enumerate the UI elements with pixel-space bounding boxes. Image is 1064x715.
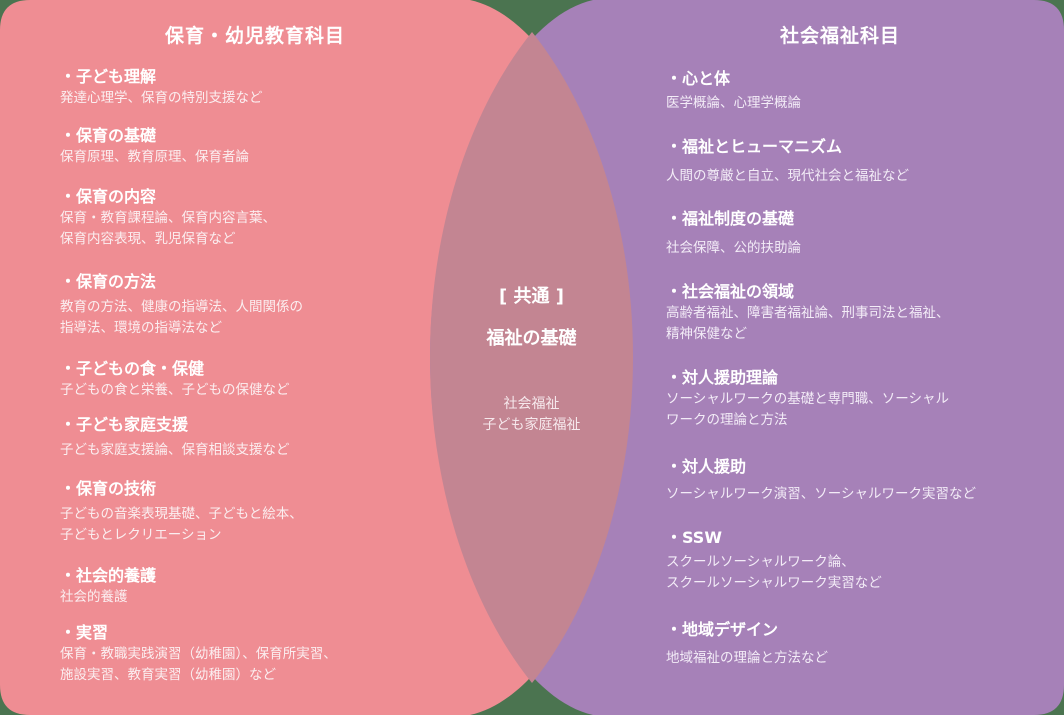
item-title: ・保育の内容 [60, 187, 157, 206]
item-desc: 子どもの音楽表現基礎、子どもと絵本、 [60, 506, 303, 522]
item-title: ・福祉制度の基礎 [666, 209, 795, 228]
item-title: ・保育の方法 [60, 272, 157, 291]
list-item: ・子どもの食・保健 子どもの食と栄養、子どもの保健など [60, 358, 290, 401]
common-label: [ 共通 ] [499, 286, 564, 307]
list-item: ・子ども家庭支援 子ども家庭支援論、保育相談支援など [60, 414, 290, 461]
list-item: ・社会的養護 社会的養護 [60, 565, 156, 608]
item-desc: 発達心理学、保育の特別支援など [60, 90, 263, 106]
item-title: ・社会的養護 [60, 566, 157, 585]
item-desc: 子ども家庭支援論、保育相談支援など [60, 442, 290, 458]
item-title: ・実習 [60, 623, 109, 642]
item-title: ・社会福祉の領域 [666, 282, 795, 301]
list-item: ・保育の基礎 保育原理、教育原理、保育者論 [60, 125, 249, 168]
item-desc: 社会的養護 [60, 589, 128, 605]
item-desc: 保育・教職実践演習（幼稚園）、保育所実習、 [60, 646, 337, 662]
common-title: 福祉の基礎 [486, 328, 577, 349]
item-desc: 社会保障、公的扶助論 [666, 240, 801, 256]
common-section: [ 共通 ] 福祉の基礎 社会福祉 子ども家庭福祉 [430, 284, 633, 436]
item-desc: ソーシャルワークの基礎と専門職、ソーシャル [666, 391, 949, 407]
list-item: ・保育の内容 保育・教育課程論、保育内容言葉、 保育内容表現、乳児保育など [60, 186, 276, 250]
list-item: ・SSW スクールソーシャルワーク論、 スクールソーシャルワーク実習など [666, 527, 882, 594]
item-desc: 精神保健など [666, 326, 747, 342]
item-desc: 人間の尊厳と自立、現代社会と福祉など [666, 168, 909, 184]
list-item: ・心と体 医学概論、心理学概論 [666, 68, 801, 114]
item-desc: 保育原理、教育原理、保育者論 [60, 149, 249, 165]
list-item: ・保育の技術 子どもの音楽表現基礎、子どもと絵本、 子どもとレクリエーション [60, 478, 303, 546]
item-desc: スクールソーシャルワーク実習など [666, 575, 882, 591]
item-title: ・福祉とヒューマニズム [666, 137, 843, 156]
item-desc: 子どもとレクリエーション [60, 527, 222, 543]
item-title: ・子ども家庭支援 [60, 415, 189, 434]
item-title: ・地域デザイン [666, 620, 779, 639]
item-desc: 高齢者福祉、障害者福祉論、刑事司法と福祉、 [666, 305, 950, 321]
item-desc: 指導法、環境の指導法など [60, 320, 222, 336]
list-item: ・対人援助理論 ソーシャルワークの基礎と専門職、ソーシャル ワークの理論と方法 [666, 367, 949, 431]
common-desc-2: 子ども家庭福祉 [482, 417, 581, 433]
list-item: ・対人援助 ソーシャルワーク演習、ソーシャルワーク実習など [666, 456, 976, 505]
item-desc: ワークの理論と方法 [666, 412, 788, 428]
item-title: ・保育の技術 [60, 479, 157, 498]
left-title: 保育・幼児教育科目 [164, 25, 345, 47]
item-title: ・子どもの食・保健 [60, 359, 205, 378]
list-item: ・実習 保育・教職実践演習（幼稚園）、保育所実習、 施設実習、教育実習（幼稚園）… [60, 622, 337, 686]
item-desc: 医学概論、心理学概論 [666, 95, 801, 111]
list-item: ・子ども理解 発達心理学、保育の特別支援など [60, 66, 263, 109]
list-item: ・福祉とヒューマニズム 人間の尊厳と自立、現代社会と福祉など [666, 136, 909, 187]
list-item: ・地域デザイン 地域福祉の理論と方法など [666, 619, 828, 669]
item-desc: 教育の方法、健康の指導法、人間関係の [60, 299, 303, 315]
item-title: ・SSW [666, 528, 722, 547]
item-desc: 地域福祉の理論と方法など [666, 650, 828, 666]
list-item: ・福祉制度の基礎 社会保障、公的扶助論 [666, 208, 801, 259]
item-desc: 保育・教育課程論、保育内容言葉、 [60, 210, 276, 226]
item-title: ・対人援助 [666, 457, 747, 476]
item-desc: ソーシャルワーク演習、ソーシャルワーク実習など [666, 486, 976, 502]
item-title: ・心と体 [666, 69, 731, 88]
item-title: ・子ども理解 [60, 67, 157, 86]
right-title: 社会福祉科目 [779, 25, 900, 47]
item-desc: スクールソーシャルワーク論、 [666, 554, 855, 570]
item-title: ・保育の基礎 [60, 126, 157, 145]
common-desc-1: 社会福祉 [503, 396, 560, 412]
overlap-lens [430, 32, 633, 683]
item-desc: 子どもの食と栄養、子どもの保健など [60, 382, 290, 398]
list-item: ・保育の方法 教育の方法、健康の指導法、人間関係の 指導法、環境の指導法など [60, 271, 303, 339]
item-desc: 施設実習、教育実習（幼稚園）など [60, 667, 276, 683]
item-title: ・対人援助理論 [666, 368, 779, 387]
item-desc: 保育内容表現、乳児保育など [60, 231, 236, 247]
list-item: ・社会福祉の領域 高齢者福祉、障害者福祉論、刑事司法と福祉、 精神保健など [666, 281, 950, 345]
